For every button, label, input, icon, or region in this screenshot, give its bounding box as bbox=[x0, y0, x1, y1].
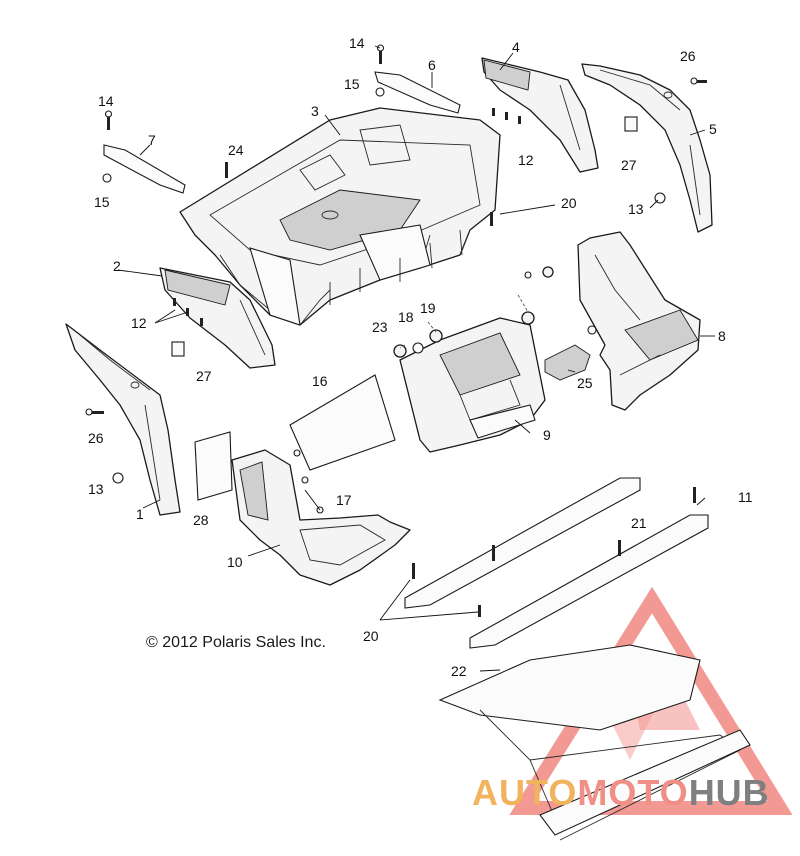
callout-15b: 15 bbox=[94, 194, 110, 210]
copyright-notice: © 2012 Polaris Sales Inc. bbox=[146, 634, 326, 651]
callout-6: 6 bbox=[428, 57, 436, 73]
callout-21: 21 bbox=[631, 515, 647, 531]
callout-28: 28 bbox=[193, 512, 209, 528]
bracket-7 bbox=[103, 144, 186, 194]
callout-11: 11 bbox=[738, 489, 753, 505]
callout-13a: 13 bbox=[628, 201, 644, 217]
callout-10: 10 bbox=[227, 554, 243, 570]
watermark-auto: AUTO bbox=[472, 772, 578, 813]
bracket-6 bbox=[374, 71, 461, 114]
center-console bbox=[399, 317, 546, 453]
leader-lines bbox=[117, 45, 715, 672]
callout-27b: 27 bbox=[196, 368, 212, 384]
callout-13b: 13 bbox=[88, 481, 104, 497]
right-fender bbox=[581, 63, 713, 233]
callout-15a: 15 bbox=[344, 76, 360, 92]
left-fender bbox=[65, 323, 181, 516]
watermark-hub: HUB bbox=[688, 772, 770, 813]
callout-7: 7 bbox=[148, 132, 156, 148]
cargo-box bbox=[179, 107, 501, 326]
callout-26a: 26 bbox=[680, 48, 696, 64]
callout-27a: 27 bbox=[621, 157, 637, 173]
skid-frame bbox=[438, 644, 751, 841]
callout-2: 2 bbox=[113, 258, 121, 274]
callout-12a: 12 bbox=[518, 152, 534, 168]
storage-bin bbox=[577, 231, 701, 411]
callout-5: 5 bbox=[709, 121, 717, 137]
callout-3: 3 bbox=[311, 103, 319, 119]
decal-28 bbox=[194, 431, 233, 501]
callout-9: 9 bbox=[543, 427, 551, 443]
callout-25: 25 bbox=[577, 375, 593, 391]
callouts: 14 6 4 26 15 14 3 5 7 24 12 27 15 20 13 … bbox=[88, 35, 753, 679]
left-side-panel bbox=[159, 267, 276, 369]
callout-1: 1 bbox=[136, 506, 144, 522]
callout-18: 18 bbox=[398, 309, 414, 325]
floor-tray bbox=[231, 449, 411, 586]
callout-14a: 14 bbox=[349, 35, 365, 51]
callout-26b: 26 bbox=[88, 430, 104, 446]
callout-23: 23 bbox=[372, 319, 388, 335]
watermark-moto: MOTO bbox=[577, 772, 689, 813]
latch-25 bbox=[544, 344, 591, 381]
watermark-text: AUTOMOTOHUB bbox=[472, 772, 770, 814]
callout-8: 8 bbox=[718, 328, 726, 344]
right-side-panel bbox=[481, 57, 599, 173]
callout-24: 24 bbox=[228, 142, 244, 158]
callout-14b: 14 bbox=[98, 93, 114, 109]
fasteners bbox=[85, 44, 707, 617]
callout-17: 17 bbox=[336, 492, 352, 508]
rail-left bbox=[404, 477, 641, 609]
callout-20b: 20 bbox=[363, 628, 379, 644]
panel-16 bbox=[289, 374, 396, 471]
callout-12b: 12 bbox=[131, 315, 147, 331]
callout-20a: 20 bbox=[561, 195, 577, 211]
callout-4: 4 bbox=[512, 39, 520, 55]
callout-19: 19 bbox=[420, 300, 436, 316]
rail-right bbox=[469, 514, 709, 649]
callout-22: 22 bbox=[451, 663, 467, 679]
callout-16: 16 bbox=[312, 373, 328, 389]
